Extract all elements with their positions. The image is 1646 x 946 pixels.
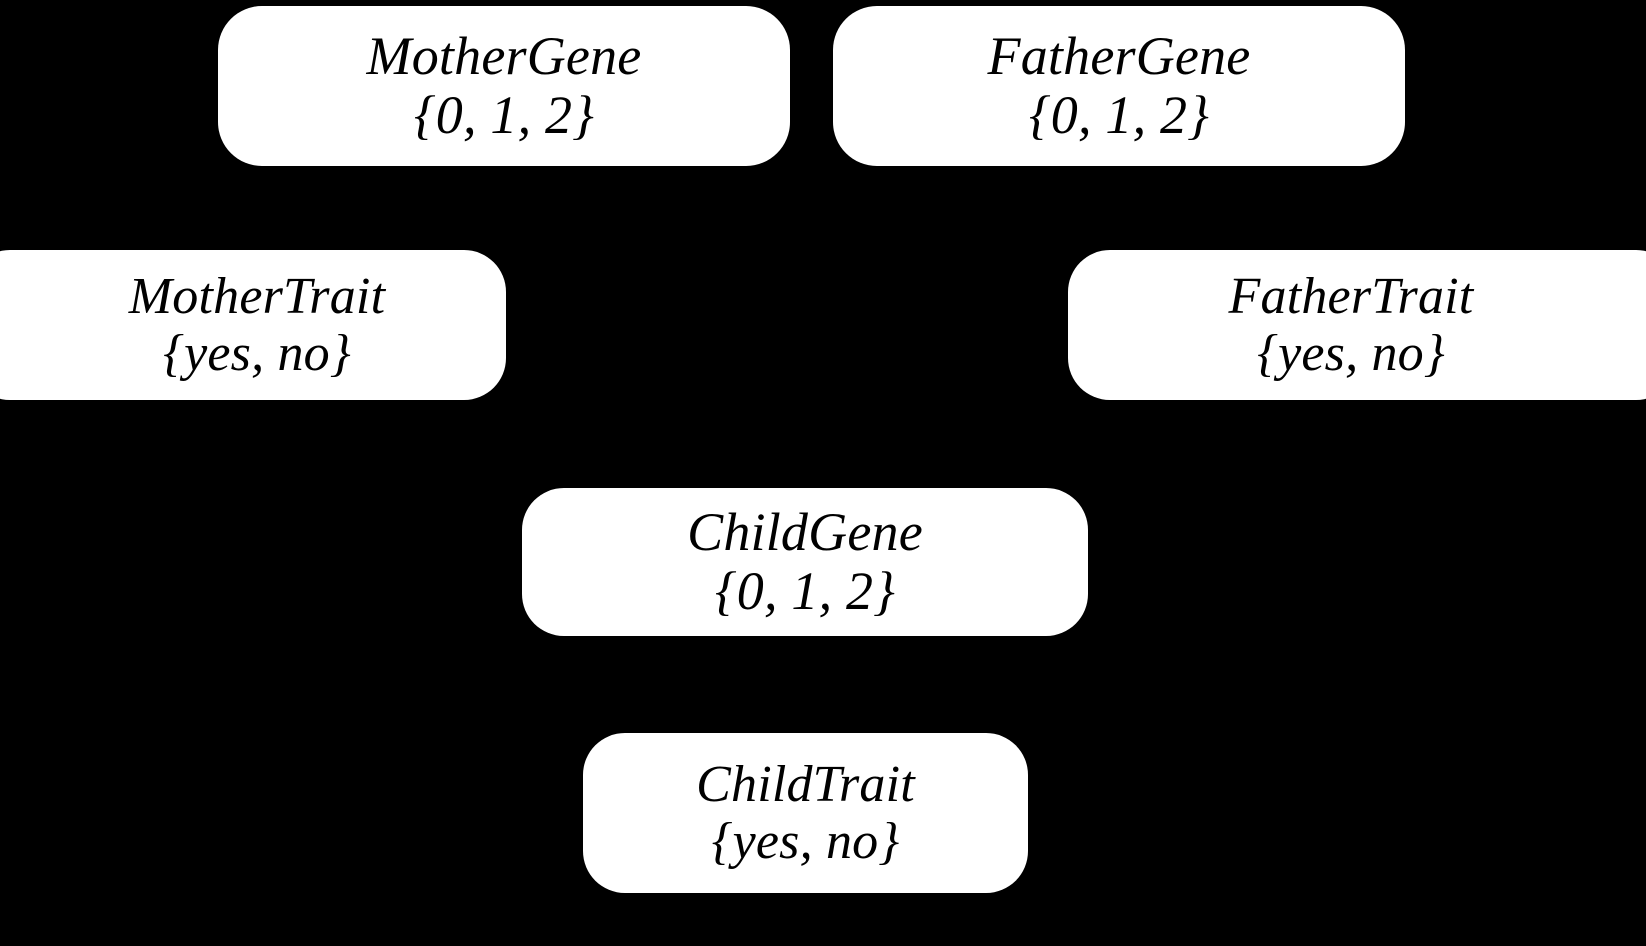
node-child-trait-values: {yes, no} — [711, 813, 900, 870]
node-father-trait-label: FatherTrait — [1228, 267, 1474, 325]
node-father-gene-values: {0, 1, 2} — [1029, 85, 1209, 145]
node-mother-trait-values: {yes, no} — [163, 325, 351, 382]
node-father-gene[interactable]: FatherGene {0, 1, 2} — [833, 6, 1405, 166]
node-child-trait-label: ChildTrait — [696, 755, 915, 813]
node-child-gene-label: ChildGene — [687, 501, 923, 562]
node-mother-gene[interactable]: MotherGene {0, 1, 2} — [218, 6, 790, 166]
node-child-trait[interactable]: ChildTrait {yes, no} — [583, 733, 1028, 893]
node-father-trait-values: {yes, no} — [1257, 325, 1445, 382]
node-child-gene-values: {0, 1, 2} — [715, 561, 895, 621]
node-mother-trait-label: MotherTrait — [128, 267, 386, 325]
node-father-gene-label: FatherGene — [987, 25, 1251, 86]
node-father-trait[interactable]: FatherTrait {yes, no} — [1068, 250, 1646, 400]
node-child-gene[interactable]: ChildGene {0, 1, 2} — [522, 488, 1088, 636]
node-mother-trait[interactable]: MotherTrait {yes, no} — [0, 250, 506, 400]
node-mother-gene-label: MotherGene — [366, 25, 642, 86]
node-mother-gene-values: {0, 1, 2} — [414, 85, 594, 145]
